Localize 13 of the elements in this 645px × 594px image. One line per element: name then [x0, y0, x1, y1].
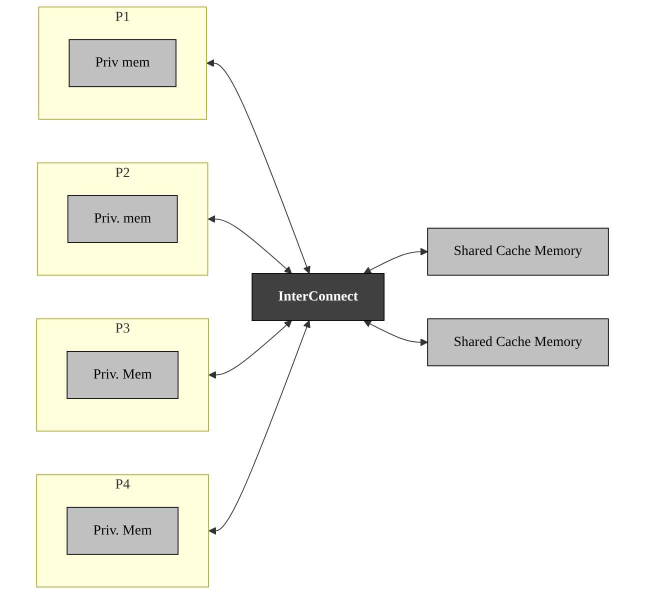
node-box: Priv. mem: [67, 195, 178, 243]
arrow: [208, 320, 292, 379]
arrow: [208, 320, 310, 535]
node-box: Shared Cache Memory: [427, 228, 609, 276]
arrow: [364, 248, 428, 274]
node-box: Priv mem: [68, 39, 176, 88]
node-box: InterConnect: [252, 273, 385, 321]
node-box: Priv. Mem: [66, 506, 178, 555]
arrow: [364, 320, 428, 346]
arrow: [208, 215, 292, 274]
node-box: Priv. Mem: [66, 351, 178, 399]
node-box: Shared Cache Memory: [427, 318, 609, 366]
arrow: [206, 59, 310, 274]
